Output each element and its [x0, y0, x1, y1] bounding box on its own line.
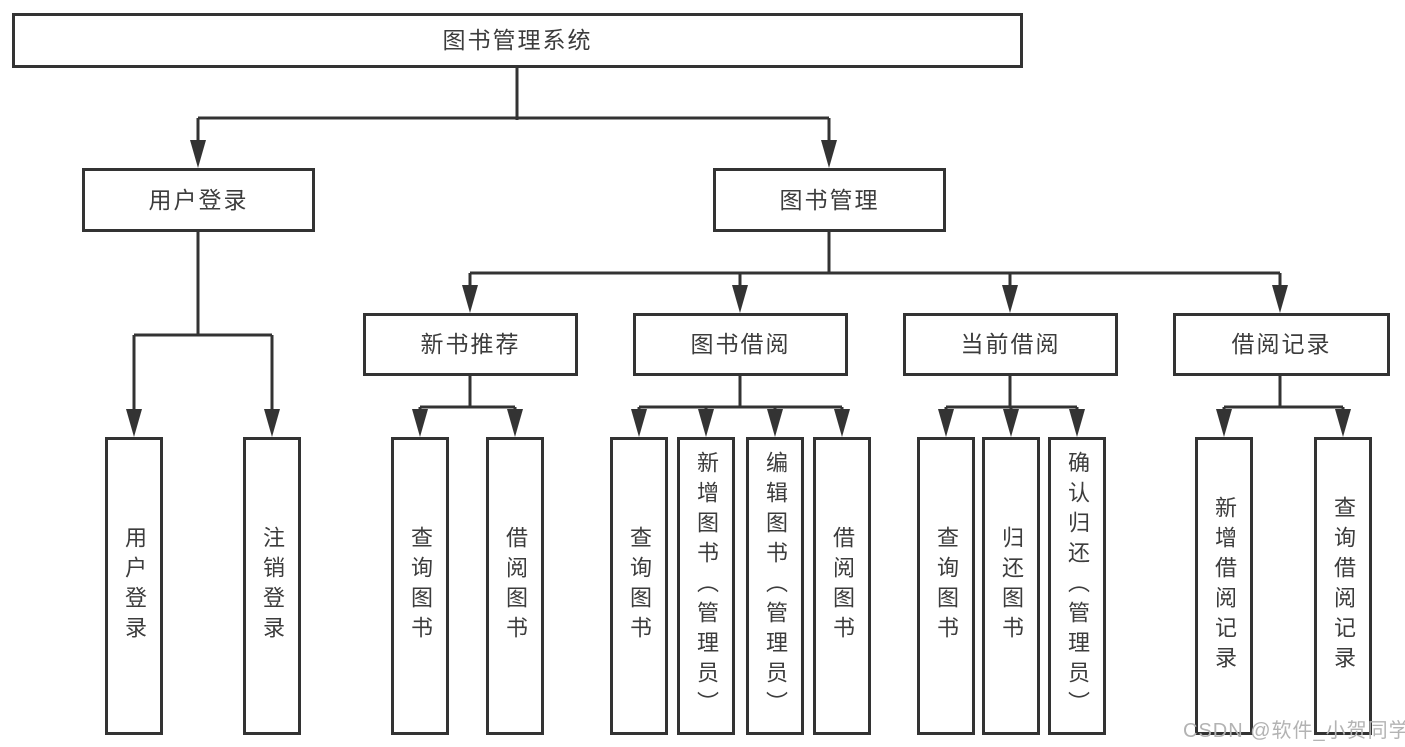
node-current-borrow: 当前借阅 [903, 313, 1118, 376]
leaf-logout: 注销登录 [243, 437, 301, 735]
node-book-management: 图书管理 [713, 168, 946, 232]
leaf-edit-book-admin: 编辑图书（管理员） [746, 437, 804, 735]
node-user-login: 用户登录 [82, 168, 315, 232]
leaf-user-login: 用户登录 [105, 437, 163, 735]
leaf-confirm-return-admin: 确认归还（管理员） [1048, 437, 1106, 735]
leaf-borrow-books-recommend: 借阅图书 [486, 437, 544, 735]
node-borrow-records: 借阅记录 [1173, 313, 1390, 376]
leaf-query-books-borrow: 查询图书 [610, 437, 668, 735]
csdn-watermark: CSDN @软件_小贺同学 [1183, 720, 1405, 742]
leaf-query-books-recommend: 查询图书 [391, 437, 449, 735]
arrowheads [126, 140, 1351, 437]
leaf-borrow-books: 借阅图书 [813, 437, 871, 735]
leaf-return-books: 归还图书 [982, 437, 1040, 735]
node-new-book-recommend: 新书推荐 [363, 313, 578, 376]
node-book-borrow: 图书借阅 [633, 313, 848, 376]
leaf-add-borrow-record: 新增借阅记录 [1195, 437, 1253, 735]
leaf-query-books-current: 查询图书 [917, 437, 975, 735]
node-root-library-system: 图书管理系统 [12, 13, 1023, 68]
leaf-add-book-admin: 新增图书（管理员） [677, 437, 735, 735]
leaf-query-borrow-record: 查询借阅记录 [1314, 437, 1372, 735]
